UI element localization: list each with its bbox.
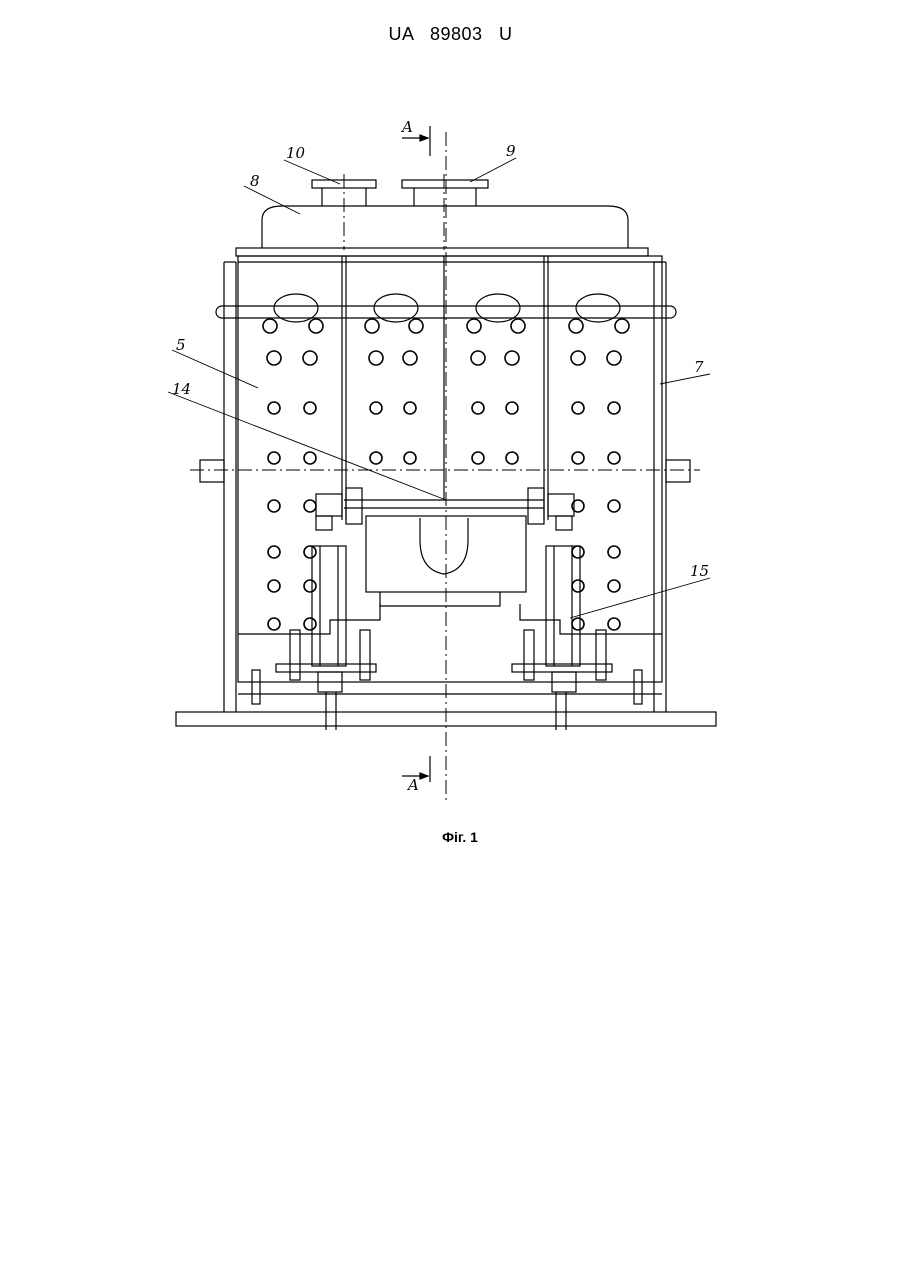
label-10: 10	[286, 144, 306, 162]
label-15: 15	[690, 562, 709, 580]
label-5: 5	[176, 336, 186, 354]
label-8: 8	[250, 172, 260, 190]
label-9: 9	[506, 142, 516, 160]
label-7: 7	[694, 358, 704, 376]
label-14: 14	[172, 380, 191, 398]
hood	[262, 206, 628, 248]
nozzle-9-flange	[402, 180, 488, 188]
figure-caption: Фіг. 1	[0, 829, 901, 845]
section-marker-top: A	[400, 118, 413, 136]
cylinder-left	[312, 546, 346, 666]
cylinder-right	[546, 546, 580, 666]
body-frame	[238, 256, 662, 682]
left-pin	[200, 460, 224, 482]
section-marker-bottom: A	[406, 776, 419, 794]
top-flange	[236, 248, 648, 256]
right-pin	[666, 460, 690, 482]
